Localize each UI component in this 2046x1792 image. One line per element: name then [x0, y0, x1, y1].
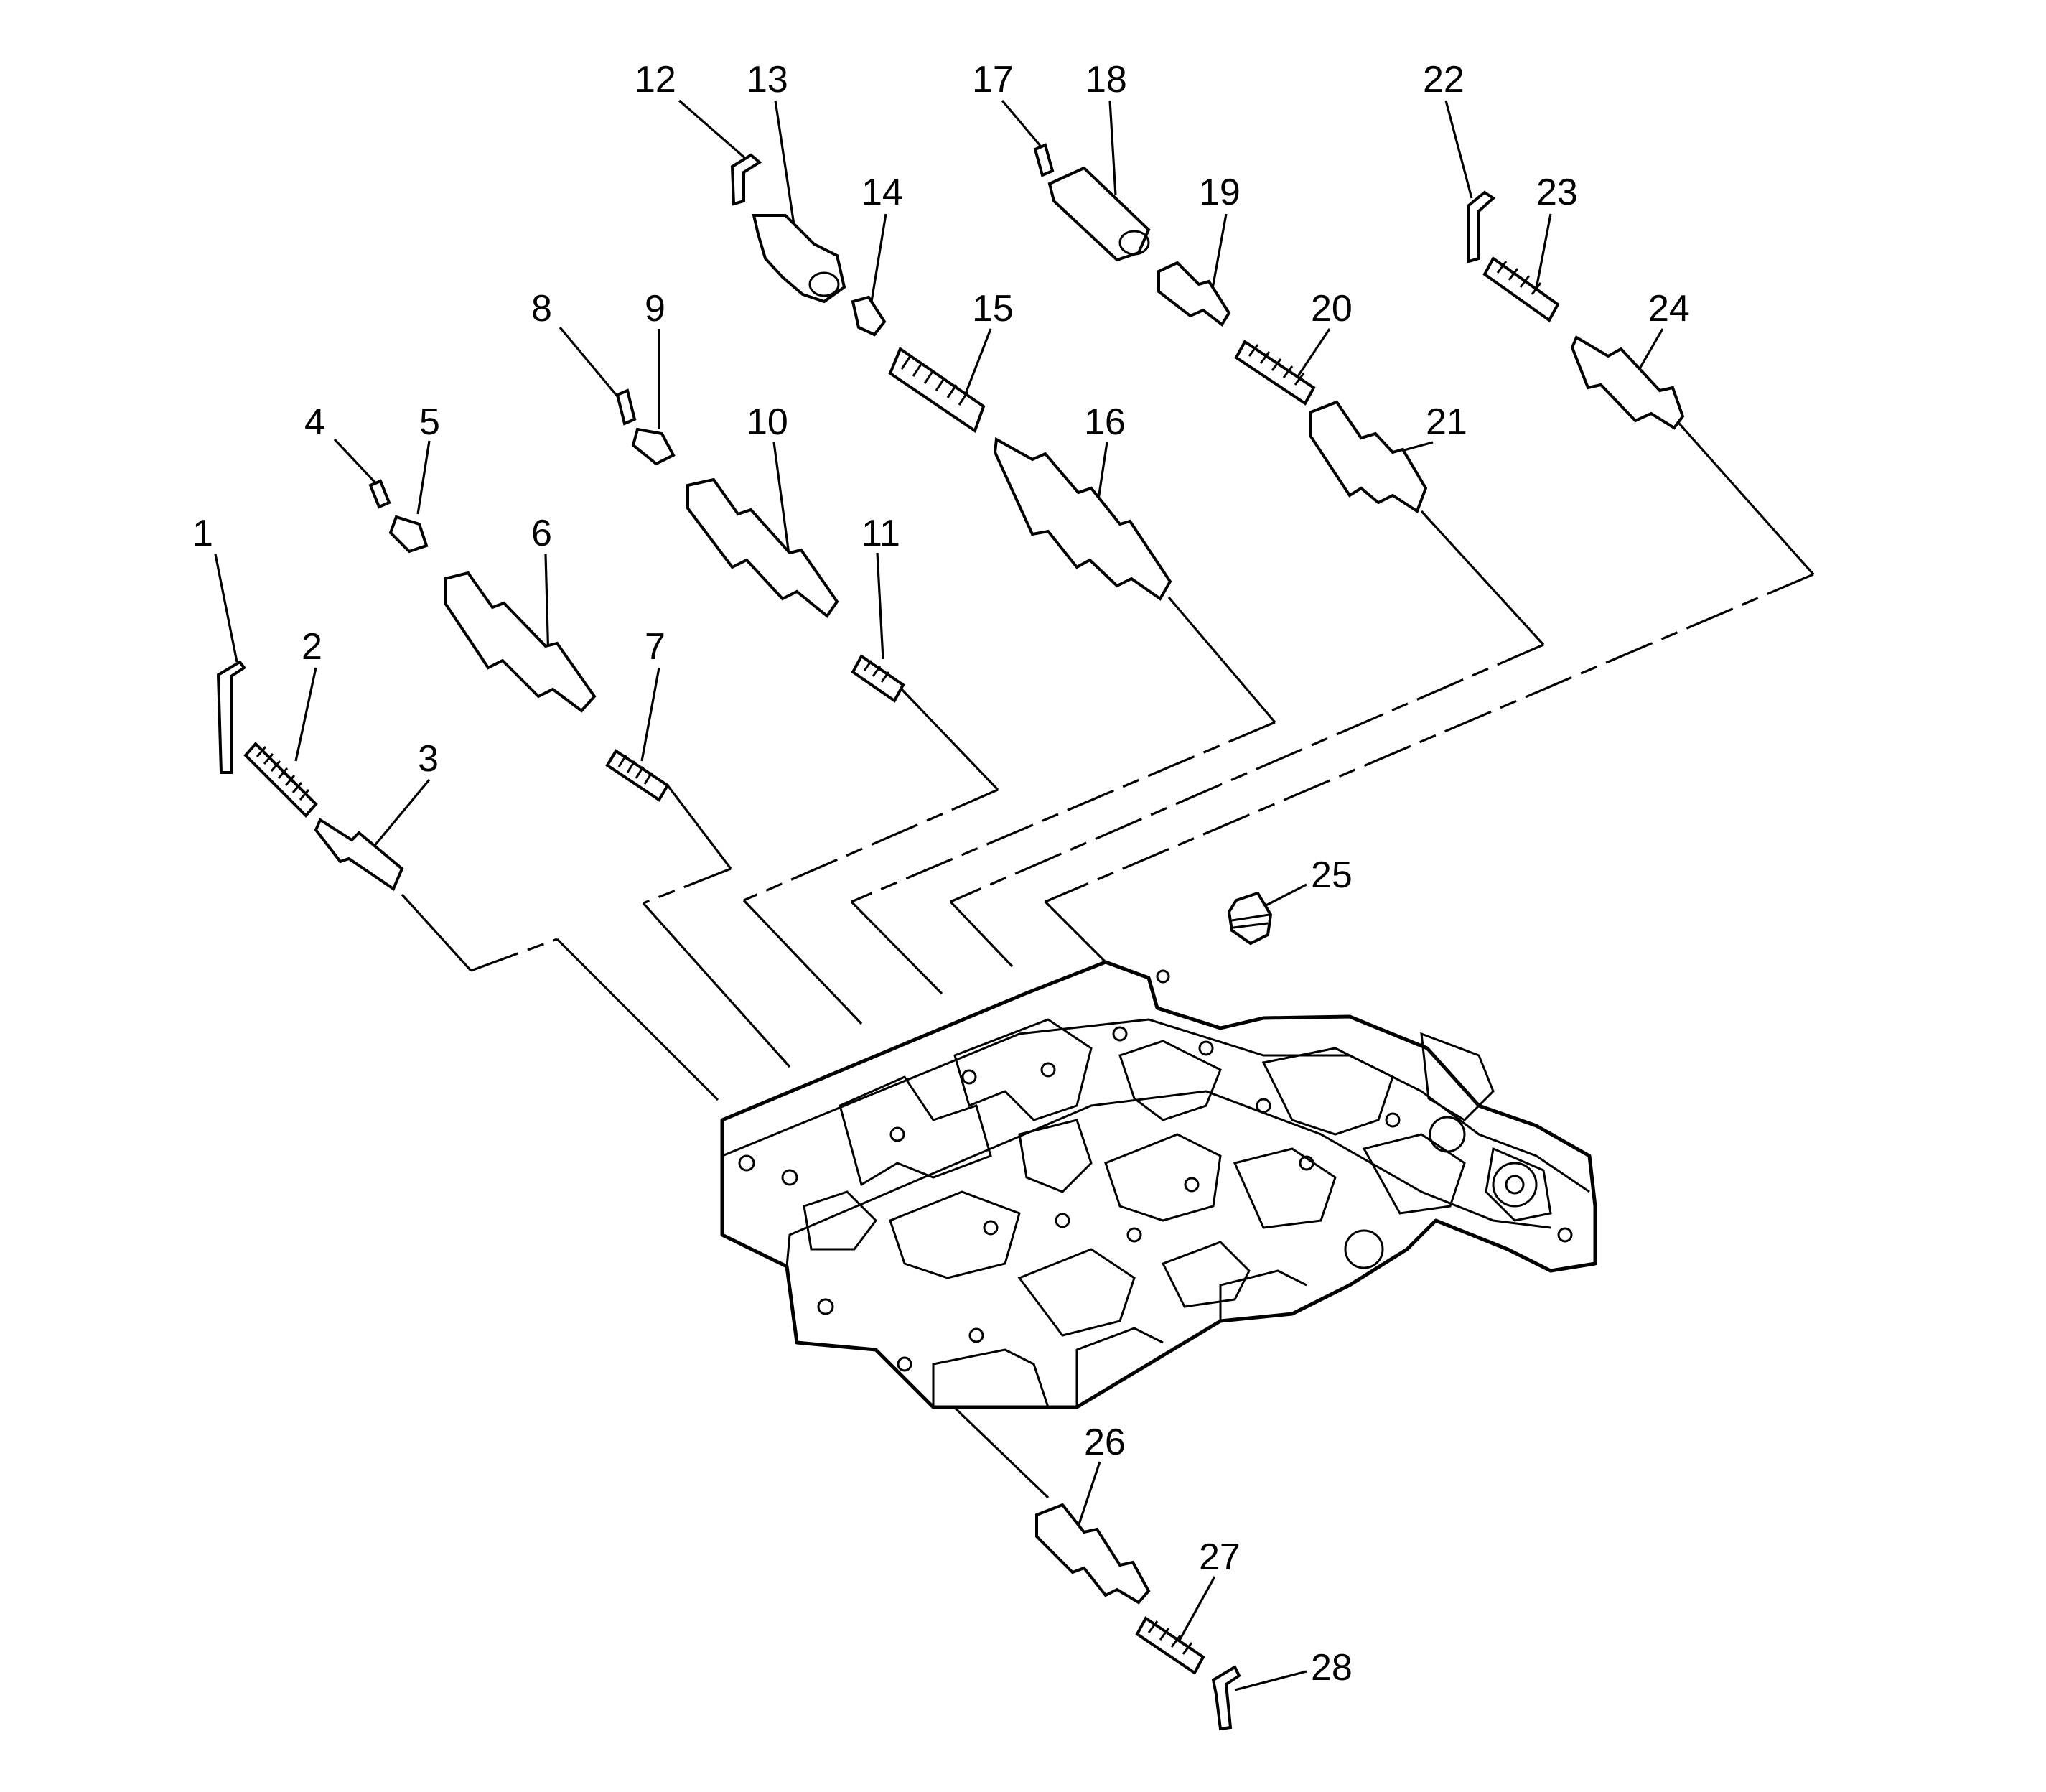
part-1-retainer [216, 660, 246, 774]
callout-18: 18 [1085, 59, 1127, 101]
callout-12: 12 [635, 59, 676, 101]
part-27-spring [1135, 1616, 1205, 1675]
callout-7: 7 [645, 626, 665, 668]
part-25-plug [1227, 891, 1273, 946]
part-15-spring [888, 346, 986, 434]
callout-25: 25 [1311, 854, 1353, 896]
callout-labels: 1 2 3 4 5 6 7 8 9 10 11 12 13 14 15 16 1… [192, 59, 1690, 1689]
part-7-spring [605, 749, 670, 802]
callout-9: 9 [645, 288, 665, 330]
part-4-retainer [368, 479, 391, 509]
callout-5: 5 [419, 401, 440, 443]
valve-body-casting [720, 960, 1597, 1409]
part-20-spring [1234, 340, 1316, 406]
part-18-sleeve [1047, 166, 1151, 262]
callout-26: 26 [1084, 1422, 1126, 1463]
part-11-spring [851, 654, 905, 703]
part-26-valve [1035, 1503, 1151, 1605]
callout-17: 17 [972, 59, 1014, 101]
part-5-plug [388, 515, 429, 554]
part-14-plug [851, 295, 887, 337]
part-28-retainer [1211, 1665, 1241, 1731]
callout-2: 2 [302, 626, 322, 668]
callout-19: 19 [1199, 172, 1241, 213]
callout-16: 16 [1084, 401, 1126, 443]
callout-10: 10 [747, 401, 788, 443]
part-17-retainer [1033, 143, 1055, 177]
part-23-spring [1482, 256, 1560, 322]
centerlines [401, 416, 1815, 1499]
part-24-valve [1570, 335, 1685, 430]
part-16-valve [993, 437, 1172, 601]
part-13-sleeve [752, 214, 846, 304]
leader-lines [214, 99, 1664, 1691]
callout-24: 24 [1648, 288, 1690, 330]
part-3-valve [314, 818, 404, 892]
callout-11: 11 [861, 513, 900, 554]
part-10-valve [686, 477, 839, 618]
callout-13: 13 [747, 59, 788, 101]
callout-14: 14 [861, 172, 903, 213]
callout-23: 23 [1536, 172, 1578, 213]
callout-8: 8 [531, 288, 552, 330]
callout-22: 22 [1423, 59, 1465, 101]
part-19-valve [1157, 261, 1231, 327]
part-21-valve [1309, 400, 1428, 514]
callout-15: 15 [972, 288, 1014, 330]
callout-1: 1 [192, 513, 213, 554]
callout-21: 21 [1426, 401, 1467, 443]
callout-27: 27 [1199, 1536, 1241, 1578]
callout-28: 28 [1311, 1647, 1353, 1689]
part-8-retainer [615, 388, 637, 426]
callout-6: 6 [531, 513, 552, 554]
callout-3: 3 [418, 738, 439, 780]
callout-20: 20 [1311, 288, 1353, 330]
part-22-retainer [1467, 190, 1496, 263]
part-12-retainer [730, 153, 762, 206]
part-2-spring [243, 742, 318, 818]
part-9-plug [631, 427, 676, 466]
part-6-valve [444, 571, 597, 713]
callout-4: 4 [304, 401, 325, 443]
